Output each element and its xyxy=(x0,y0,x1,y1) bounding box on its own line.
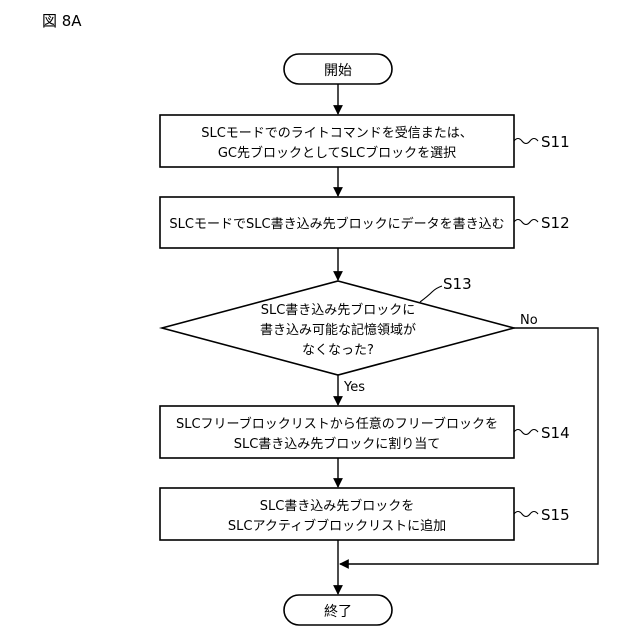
s11-text-line1: SLCモードでのライトコマンドを受信または、 xyxy=(201,126,473,141)
process-box-s11: SLCモードでのライトコマンドを受信または、 GC先ブロックとしてSLCブロック… xyxy=(160,115,570,167)
s11-text-line2: GC先ブロックとしてSLCブロックを選択 xyxy=(218,145,456,161)
no-branch-label: No xyxy=(520,313,538,328)
decision-diamond-s13: SLC書き込み先ブロックに 書き込み可能な記憶領域が なくなった? S13 xyxy=(162,275,514,375)
s13-leader-line xyxy=(420,286,442,302)
process-box-s12: SLCモードでSLC書き込み先ブロックにデータを書き込む S12 xyxy=(160,197,570,248)
end-terminal: 終了 xyxy=(284,595,392,625)
s13-text-line2: 書き込み可能な記憶領域が xyxy=(260,322,416,338)
s14-leader-line xyxy=(514,430,538,435)
s15-text-line1: SLC書き込み先ブロックを xyxy=(260,498,415,514)
s14-text-line1: SLCフリーブロックリストから任意のフリーブロックを xyxy=(176,416,498,432)
s14-step-id: S14 xyxy=(541,424,570,442)
yes-branch-label: Yes xyxy=(343,380,365,395)
start-label: 開始 xyxy=(324,63,352,79)
s15-text-line2: SLCアクティブブロックリストに追加 xyxy=(228,518,446,534)
process-box-s15: SLC書き込み先ブロックを SLCアクティブブロックリストに追加 S15 xyxy=(160,488,570,540)
s13-text-line1: SLC書き込み先ブロックに xyxy=(261,302,416,318)
process-box-s14: SLCフリーブロックリストから任意のフリーブロックを SLC書き込み先ブロックに… xyxy=(160,406,570,458)
s15-step-id: S15 xyxy=(541,506,570,524)
s11-leader-line xyxy=(514,139,538,144)
s11-step-id: S11 xyxy=(541,133,570,151)
figure-label: 図 8A xyxy=(42,12,82,30)
s15-leader-line xyxy=(514,512,538,517)
s12-leader-line xyxy=(514,220,538,225)
s12-text-line1: SLCモードでSLC書き込み先ブロックにデータを書き込む xyxy=(169,216,504,232)
s14-text-line2: SLC書き込み先ブロックに割り当て xyxy=(234,436,441,452)
s13-text-line3: なくなった? xyxy=(302,343,374,358)
s12-step-id: S12 xyxy=(541,214,570,232)
s13-step-id: S13 xyxy=(443,275,472,293)
end-label: 終了 xyxy=(324,604,352,620)
start-terminal: 開始 xyxy=(284,54,392,84)
